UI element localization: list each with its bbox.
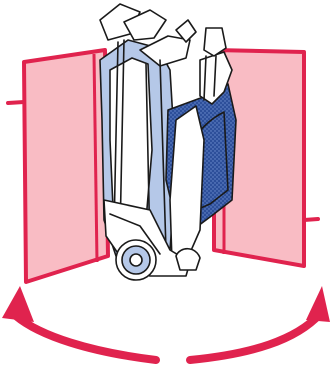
stroller-wheel (115, 239, 157, 281)
left-panel-pin (6, 100, 26, 105)
right-rotation-arrow (186, 286, 330, 364)
right-panel-pin (302, 217, 320, 222)
left-rotation-arrow (2, 286, 160, 364)
right-arrow-head (306, 286, 330, 322)
folded-stroller (99, 3, 237, 281)
left-arrow-head (2, 286, 34, 322)
left-screen-panel (6, 48, 110, 284)
